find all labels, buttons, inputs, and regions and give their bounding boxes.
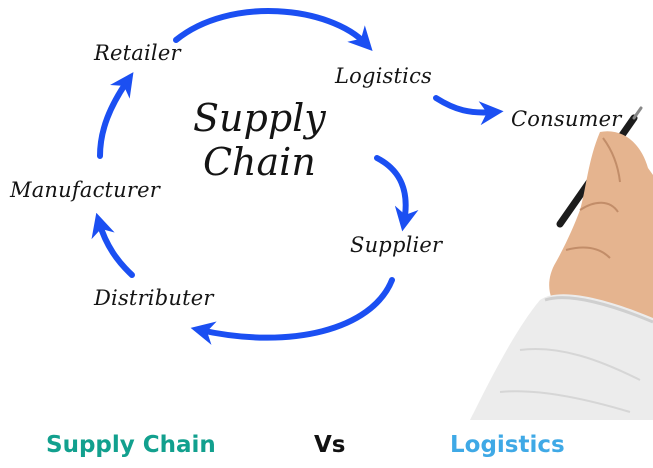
arrow-title-to-supplier [374,155,419,232]
node-manufacturer: Manufacturer [10,178,160,202]
node-retailer: Retailer [94,41,181,65]
node-distributer: Distributer [94,286,214,310]
diagram-title: Supply Chain [193,96,326,184]
arrow-logistics-to-consumer [433,95,504,126]
diagram-title-line1: Supply [193,96,326,140]
footer-logistics: Logistics [450,432,565,458]
footer-vs: Vs [314,432,346,458]
arrow-manufacturer-to-retailer [97,72,134,159]
node-consumer: Consumer [511,107,622,131]
node-logistics: Logistics [335,64,433,88]
hand-with-pen-illustration [470,106,653,420]
node-supplier: Supplier [350,233,443,257]
diagram-title-line2: Chain [202,140,316,184]
arrow-distributer-to-manufacturer [91,212,135,278]
comparison-footer: Supply Chain Vs Logistics [0,418,653,468]
footer-supply-chain: Supply Chain [46,432,216,458]
arrow-supplier-to-distributer [190,277,395,345]
arrow-retailer-to-logistics [173,8,373,51]
